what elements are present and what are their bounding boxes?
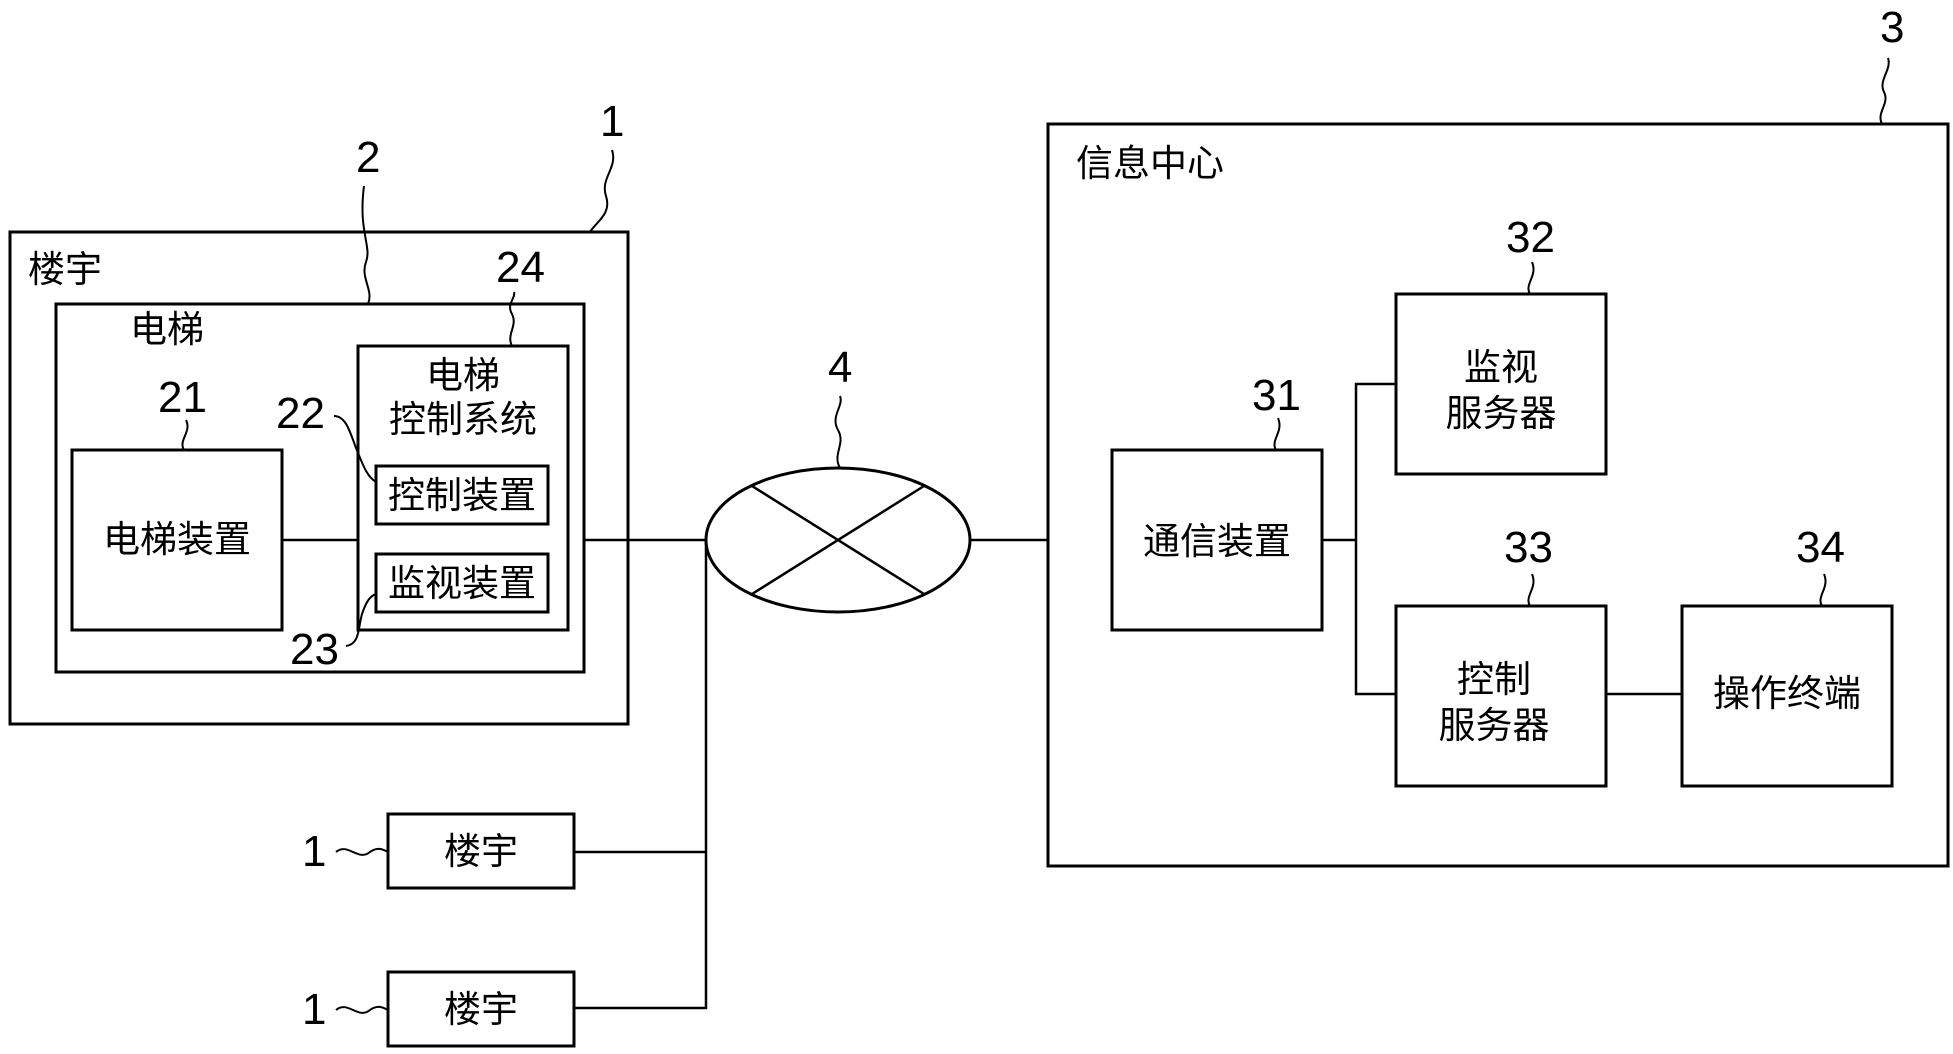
control-system-leader-line	[509, 291, 516, 347]
elevator-device-box	[70, 448, 284, 632]
elevator-device-leader-line	[181, 419, 189, 451]
info-center-leader-line	[1879, 57, 1890, 125]
elevator-leader-line	[361, 185, 371, 305]
link-network-trunk-lower	[574, 540, 708, 1010]
other-building-a-ref-number: 1	[302, 827, 326, 876]
control-device-box	[374, 464, 550, 526]
info-center-title: 信息中心	[1076, 142, 1224, 185]
monitor-device-ref-number: 23	[290, 625, 339, 674]
comm-device-leader-line	[1273, 417, 1281, 451]
building-title: 楼宇	[28, 248, 102, 291]
elevator-ref-number: 2	[356, 133, 380, 182]
monitor-device-leader-line	[345, 593, 377, 647]
monitor-device-box	[374, 552, 550, 614]
operation-terminal-ref-number: 34	[1796, 523, 1845, 572]
control-server-leader-line	[1527, 573, 1535, 607]
elevator-device-ref-number: 21	[158, 373, 207, 422]
control-device-label: 控制装置	[388, 474, 536, 517]
other-building-b-leader-line	[335, 1005, 389, 1014]
control-system-label-line2: 控制系统	[389, 398, 537, 441]
info-center-ref-number: 3	[1880, 3, 1904, 52]
other-building-b-label: 楼宇	[444, 988, 518, 1031]
operation-terminal-leader-line	[1819, 573, 1827, 607]
operation-terminal-label: 操作终端	[1713, 672, 1861, 715]
monitor-server-leader-line	[1527, 261, 1535, 295]
control-server-label-line2: 服务器	[1439, 704, 1550, 747]
monitor-device-label: 监视装置	[388, 562, 536, 605]
link-bus-to-servers	[1354, 382, 1396, 696]
other-building-b-box	[386, 970, 576, 1048]
control-server-ref-number: 33	[1504, 523, 1553, 572]
control-server-box	[1394, 604, 1608, 788]
elevator-device-label: 电梯装置	[103, 518, 251, 561]
control-device-leader-line	[333, 415, 377, 483]
comm-device-box	[1110, 448, 1324, 632]
network-leader-line	[834, 395, 842, 469]
control-device-ref-number: 22	[276, 389, 325, 438]
other-building-b-ref-number: 1	[302, 985, 326, 1034]
network-cross-line-b	[751, 484, 925, 596]
building-leader-line	[589, 149, 615, 233]
comm-device-ref-number: 31	[1252, 371, 1301, 420]
other-building-a-box	[386, 812, 576, 890]
network-ref-number: 4	[828, 343, 852, 392]
elevator-title: 电梯	[130, 308, 204, 351]
building-ref-number: 1	[600, 97, 624, 146]
monitor-server-ref-number: 32	[1506, 213, 1555, 262]
monitor-server-box	[1394, 292, 1608, 476]
control-system-label-line1: 电梯	[426, 354, 500, 397]
other-building-a-label: 楼宇	[444, 830, 518, 873]
comm-device-label: 通信装置	[1143, 520, 1291, 563]
other-building-a-leader-line	[335, 847, 389, 856]
monitor-server-label-line2: 服务器	[1446, 392, 1557, 435]
control-server-label-line1: 控制	[1457, 658, 1531, 701]
monitor-server-label-line1: 监视	[1464, 346, 1538, 389]
operation-terminal-box	[1680, 604, 1894, 788]
control-system-ref-number: 24	[496, 243, 545, 292]
